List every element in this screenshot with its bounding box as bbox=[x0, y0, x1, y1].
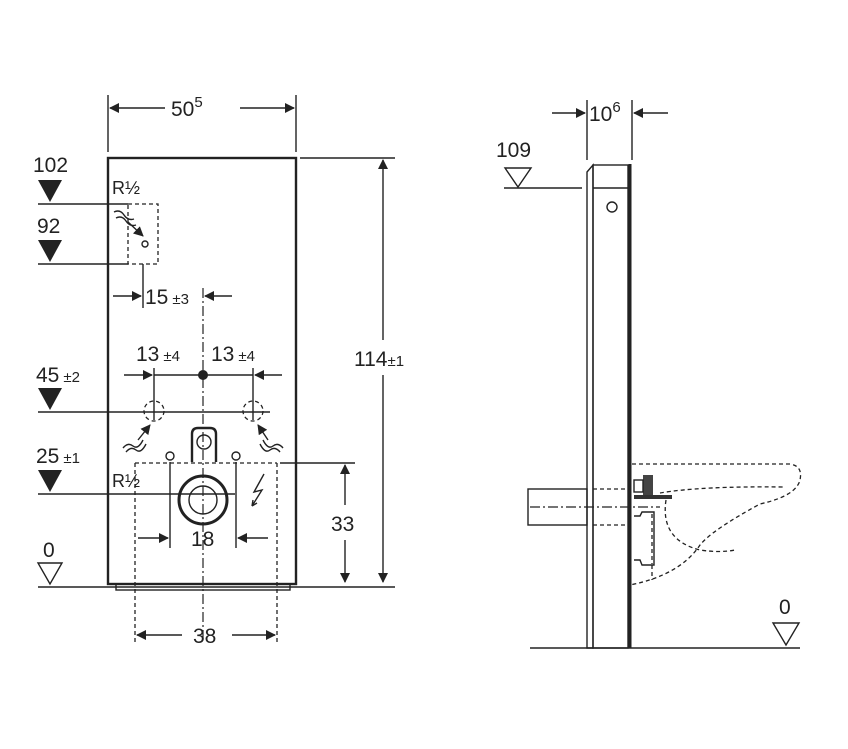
supply-connection-left bbox=[143, 400, 165, 422]
level-0: 0 bbox=[36, 539, 64, 586]
drain-connector bbox=[634, 511, 655, 566]
level-0-side: 0 bbox=[771, 596, 801, 647]
width-value: 50 bbox=[171, 98, 194, 121]
level-102: 102 bbox=[33, 154, 128, 205]
depth-dimension: 106 bbox=[552, 99, 668, 160]
svg-text:102: 102 bbox=[33, 154, 68, 177]
drain-height-value: 33 bbox=[331, 513, 354, 536]
thread-label-bottom: R½ bbox=[112, 471, 140, 491]
flush-button-icon bbox=[606, 201, 618, 213]
svg-text:109: 109 bbox=[496, 139, 531, 162]
level-marker-icon bbox=[38, 388, 62, 410]
svg-text:45±2: 45±2 bbox=[36, 364, 80, 387]
side-view: 106 109 0 bbox=[496, 99, 802, 649]
svg-text:25±1: 25±1 bbox=[36, 445, 80, 468]
svg-text:15±3: 15±3 bbox=[145, 286, 189, 309]
drain-bracket bbox=[190, 426, 218, 462]
level-45-tolerance: ±2 bbox=[63, 369, 80, 386]
spacing-13-dimension: 13±4 13±4 bbox=[124, 343, 282, 420]
spacing-right-tolerance: ±4 bbox=[238, 348, 255, 365]
svg-text:106: 106 bbox=[589, 99, 621, 126]
mounting-stud bbox=[643, 475, 653, 495]
bolt-spacing-dimension: 18 bbox=[138, 462, 268, 551]
valve-icon bbox=[141, 240, 149, 248]
installation-zone bbox=[134, 462, 278, 645]
svg-text:114±1: 114±1 bbox=[354, 348, 404, 371]
water-connection-box bbox=[127, 203, 159, 265]
side-panel bbox=[592, 164, 629, 649]
bolt-spacing-value: 18 bbox=[191, 528, 214, 551]
offset-15-value: 15 bbox=[145, 286, 168, 309]
level-marker-hollow-icon bbox=[771, 622, 801, 647]
svg-text:13±4: 13±4 bbox=[136, 343, 180, 366]
spacing-left-tolerance: ±4 bbox=[163, 348, 180, 365]
depth-value: 10 bbox=[589, 103, 612, 126]
spacing-right-value: 13 bbox=[211, 343, 234, 366]
toilet-outline bbox=[629, 463, 802, 586]
width-superscript: 5 bbox=[194, 94, 202, 111]
level-25: 25±1 bbox=[36, 445, 235, 495]
supply-connection-right bbox=[242, 400, 264, 422]
level-45: 45±2 bbox=[36, 364, 270, 413]
height-tolerance: ±1 bbox=[387, 353, 404, 370]
level-25-value: 25 bbox=[36, 445, 59, 468]
level-45-value: 45 bbox=[36, 364, 59, 387]
height-value: 114 bbox=[354, 348, 388, 371]
water-inlet-icon bbox=[113, 210, 137, 227]
offset-15-tolerance: ±3 bbox=[172, 291, 189, 308]
box-width-dimension: 38 bbox=[136, 625, 276, 648]
mounting-bolt-right bbox=[231, 451, 241, 461]
svg-text:505: 505 bbox=[171, 94, 203, 121]
mounting-bolt-left bbox=[165, 451, 175, 461]
front-view: 505 114±1 102 92 45±2 25±1 bbox=[33, 94, 404, 648]
spacing-left-value: 13 bbox=[136, 343, 159, 366]
width-dimension: 505 bbox=[107, 94, 297, 152]
drain-pipe bbox=[177, 474, 229, 526]
electrical-icon bbox=[251, 473, 265, 507]
svg-text:13±4: 13±4 bbox=[211, 343, 255, 366]
level-marker-icon bbox=[38, 180, 62, 202]
level-marker-hollow-icon bbox=[36, 562, 64, 586]
box-width-value: 38 bbox=[193, 625, 216, 648]
offset-15-dimension: 15±3 bbox=[113, 264, 232, 309]
level-109: 109 bbox=[496, 139, 582, 189]
water-inlet-right-icon bbox=[259, 439, 284, 453]
back-frame bbox=[586, 163, 594, 649]
svg-text:0: 0 bbox=[43, 539, 55, 562]
level-marker-icon bbox=[38, 240, 62, 262]
depth-superscript: 6 bbox=[612, 99, 620, 116]
level-92: 92 bbox=[37, 215, 128, 265]
level-marker-hollow-icon bbox=[503, 167, 533, 189]
level-25-tolerance: ±1 bbox=[63, 450, 80, 467]
drain-height-dimension: 33 bbox=[331, 464, 354, 583]
height-dimension: 114±1 bbox=[300, 157, 404, 583]
level-marker-icon bbox=[38, 470, 62, 492]
svg-text:0: 0 bbox=[779, 596, 791, 619]
mounting-plate bbox=[634, 495, 672, 499]
svg-text:92: 92 bbox=[37, 215, 60, 238]
thread-label-top: R½ bbox=[112, 178, 140, 198]
water-inlet-left-icon bbox=[122, 439, 147, 453]
